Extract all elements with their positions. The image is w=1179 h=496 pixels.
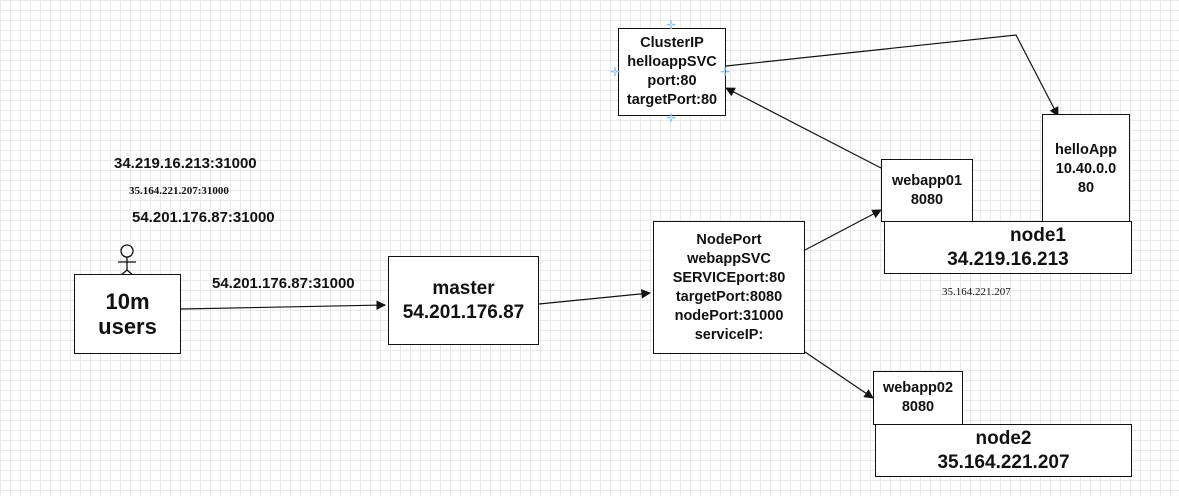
ip-label-node2: 35.164.221.207:31000: [129, 185, 229, 197]
node2-title: node2: [975, 427, 1032, 449]
webapp01-port: 8080: [910, 191, 944, 208]
clusterip-type: ClusterIP: [640, 35, 704, 51]
edge-nodeport-to-webapp02: [804, 351, 874, 399]
nodeport-type: NodePort: [696, 231, 762, 248]
selection-handle-right-icon[interactable]: ✛: [720, 65, 731, 79]
edge-nodeport-to-webapp01: [804, 209, 882, 251]
selection-handle-left-icon[interactable]: ✛: [610, 65, 621, 79]
users-label: users: [98, 314, 157, 339]
clusterip-service-box[interactable]: ClusterIP helloappSVC port:80 targetPort…: [618, 28, 726, 116]
node1-title: node1: [1010, 224, 1066, 246]
webapp01-pod-box[interactable]: webapp01 8080: [881, 159, 973, 222]
ip-label-master: 54.201.176.87:31000: [132, 209, 275, 226]
master-ip: 54.201.176.87: [402, 301, 525, 323]
ip-label-node1: 34.219.16.213:31000: [114, 155, 257, 172]
helloapp-port: 80: [1077, 180, 1095, 196]
nodeport-name: webappSVC: [687, 250, 771, 267]
edge-users-to-master: [180, 300, 386, 310]
node2-box[interactable]: node2 35.164.221.207: [875, 424, 1132, 477]
webapp01-name: webapp01: [891, 172, 963, 189]
users-box[interactable]: 10m users: [74, 274, 181, 354]
nodeport-service-ip: serviceIP:: [694, 326, 764, 343]
nodeport-target-port: targetPort:8080: [675, 288, 783, 305]
helloapp-pod-box[interactable]: helloApp 10.40.0.0 80: [1042, 114, 1130, 222]
users-count: 10m: [105, 289, 150, 314]
edge-webapp01-to-clusterip: [725, 87, 882, 169]
user-actor-icon: [118, 244, 136, 277]
nodeport-service-port: SERVICEport:80: [672, 269, 786, 286]
helloapp-name: helloApp: [1054, 142, 1118, 158]
clusterip-target-port: targetPort:80: [626, 92, 718, 108]
edge-label-users-master: 54.201.176.87:31000: [212, 275, 355, 292]
node1-secondary-ip: 35.164.221.207: [942, 286, 1011, 298]
node2-ip: 35.164.221.207: [937, 451, 1070, 473]
master-title: master: [432, 277, 495, 299]
clusterip-name: helloappSVC: [627, 54, 717, 70]
node1-box[interactable]: node1 34.219.16.213: [884, 221, 1132, 274]
selection-handle-bottom-icon[interactable]: ✛: [666, 111, 677, 125]
selection-handle-top-icon[interactable]: ✛: [666, 18, 677, 32]
webapp02-name: webapp02: [882, 380, 954, 396]
webapp02-port: 8080: [901, 399, 935, 415]
webapp02-pod-box[interactable]: webapp02 8080: [873, 371, 963, 425]
helloapp-ip: 10.40.0.0: [1055, 161, 1117, 177]
master-box[interactable]: master 54.201.176.87: [388, 256, 539, 345]
nodeport-service-box[interactable]: NodePort webappSVC SERVICEport:80 target…: [653, 221, 805, 354]
node1-ip: 34.219.16.213: [947, 248, 1069, 270]
edge-master-to-nodeport: [538, 289, 651, 305]
clusterip-port: port:80: [647, 73, 697, 89]
nodeport-node-port: nodePort:31000: [674, 307, 784, 324]
edge-clusterip-to-helloapp: [725, 34, 1059, 117]
